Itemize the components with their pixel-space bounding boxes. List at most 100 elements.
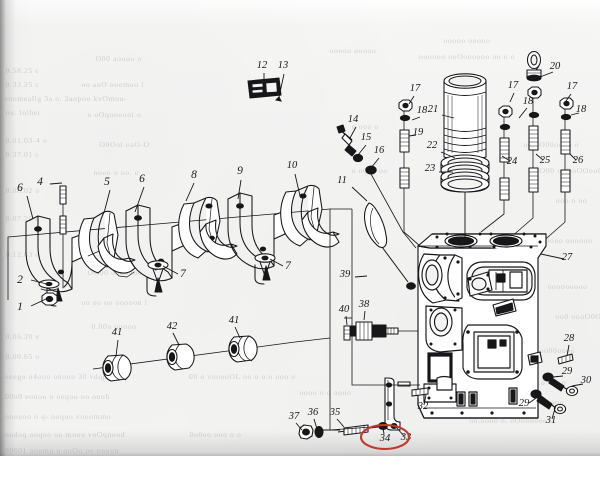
- callout-number: 36: [307, 407, 319, 418]
- ghost-text: 00001 ooumo u ooOu oo ouovu: [4, 446, 119, 455]
- cylinder-liner-group: [440, 73, 490, 238]
- ghost-text: 0.01.03-4 o: [5, 136, 48, 145]
- callout-number: 2: [17, 274, 23, 286]
- callout-leader-line: [440, 151, 456, 159]
- callout-number: 10: [287, 160, 298, 171]
- callout-leader-line: [411, 116, 421, 121]
- callout-leader-line: [408, 95, 415, 105]
- ghost-text: oooo o o oooo: [299, 388, 352, 397]
- nameplate-group: [247, 77, 282, 102]
- callout-leader-line: [26, 195, 34, 220]
- ghost-text: nooo o oo. o: [93, 168, 140, 177]
- callout-number: 14: [348, 114, 359, 125]
- callout-number: 8: [191, 169, 197, 181]
- ghost-text: 0.00.65 o: [5, 352, 40, 361]
- ghost-text: 0.06.20 v: [5, 332, 40, 341]
- camshaft-bushing-3: [228, 335, 258, 363]
- callout-leader-line: [357, 144, 367, 156]
- callout-leader-line: [565, 93, 572, 102]
- callout-leader-line: [569, 153, 577, 161]
- locating-pin-b: [254, 253, 276, 277]
- callout-number: 39: [339, 269, 351, 280]
- ghost-text: oooooo ooOoooooo oo o o: [419, 52, 516, 61]
- ghost-text: oeego o4ooo onoou 30 vdqpooOL: [4, 372, 128, 381]
- callout-leader-line: [345, 315, 348, 326]
- callout-number: 41: [229, 315, 240, 326]
- main-bearing-stud: [59, 185, 67, 289]
- callout-number: 4: [37, 176, 43, 188]
- callout-leader-line: [351, 186, 368, 202]
- ghost-text: 0.58.25 c: [5, 66, 40, 75]
- callout-leader-line: [501, 155, 511, 162]
- callout-leader-line: [30, 298, 47, 307]
- callout-number: 9: [237, 165, 243, 177]
- callout-leader-line: [395, 426, 405, 437]
- callout-leader-line: [172, 332, 180, 346]
- dowel-32: [411, 387, 429, 397]
- callout-number: 34: [379, 433, 391, 444]
- callout-leader-line: [313, 418, 318, 430]
- callout-leader-line: [408, 134, 417, 137]
- ghost-text: oo0 oooO0O: [555, 312, 600, 321]
- callout-leader-line: [370, 157, 380, 169]
- washer-and-nut: [38, 279, 60, 306]
- stud-26: [539, 97, 574, 245]
- ghost-text: O0Ool oaO-O: [99, 140, 150, 149]
- callout-leader-line: [571, 383, 584, 387]
- ghost-text: 0o0oo ooo o o: [189, 430, 242, 439]
- callout-leader-line: [539, 71, 554, 78]
- callout-leader-line: [551, 404, 557, 420]
- ghost-text: ou. loiher: [5, 108, 42, 117]
- callout-number: 6: [139, 173, 145, 185]
- triangular-boss: [467, 271, 493, 297]
- callout-leader-line: [185, 182, 195, 202]
- timing-gear-housing: [417, 253, 463, 403]
- ghost-text: o ooo o: [351, 122, 379, 131]
- callout-number: 17: [567, 81, 578, 92]
- stud-25: [509, 50, 542, 239]
- ghost-text: oo aoO ooomoo l: [81, 80, 144, 89]
- liner-o-ring-stack: [440, 154, 490, 193]
- ghost-text: 00u0 eonoo o oeqoo oo onuh: [4, 392, 110, 401]
- callout-number: 30: [580, 375, 592, 386]
- callout-number: 31: [545, 415, 557, 426]
- callout-number: 12: [257, 60, 268, 71]
- callout-leader-line: [336, 418, 345, 428]
- camshaft-bushing-group: [92, 335, 296, 382]
- callout-leader-line: [570, 112, 580, 116]
- callout-leader-line: [134, 186, 145, 213]
- dipstick-assembly: [363, 202, 416, 290]
- stud-19: [398, 99, 421, 247]
- ghost-text: O00 aoouo o: [95, 54, 142, 63]
- callout-number: 35: [329, 407, 341, 418]
- bearing-cap-group: [7, 184, 340, 307]
- ghost-text: oo00oooo: [539, 346, 576, 355]
- callout-leader-line: [382, 427, 385, 435]
- ghost-text: ooooooooo: [547, 282, 588, 291]
- ghost-text: ooouoo o q- ooquo vooommo: [4, 412, 112, 421]
- ghost-text: oo oo oo ooooon l: [81, 298, 148, 307]
- ghost-text: oo.o 0.o o: [529, 378, 567, 387]
- locating-pin-a: [147, 260, 169, 284]
- callout-number: 28: [564, 333, 575, 344]
- callout-number: 38: [358, 299, 370, 310]
- bearing-cap-3: [227, 192, 286, 285]
- stud-24: [480, 105, 513, 233]
- callout-number: 24: [507, 156, 518, 167]
- callout-leader-line: [103, 189, 111, 214]
- scanned-paper-background: [0, 0, 600, 456]
- assembly-guide-lines: [7, 192, 466, 431]
- callout-number: 40: [339, 304, 350, 315]
- callout-number: 27: [562, 252, 573, 263]
- callout-leader-line: [349, 126, 357, 139]
- callout-leader-line: [234, 326, 241, 339]
- callout-leader-line: [354, 275, 368, 278]
- callout-number: 17: [410, 83, 421, 94]
- ghost-text: ooo o oo: [555, 196, 588, 205]
- callout-leader-line: [540, 253, 565, 260]
- callout-leader-line: [363, 310, 366, 321]
- lower-mount-pad: [462, 324, 523, 380]
- ghost-text: 0.12.63 o: [5, 250, 40, 259]
- callout-leader-line: [30, 279, 48, 285]
